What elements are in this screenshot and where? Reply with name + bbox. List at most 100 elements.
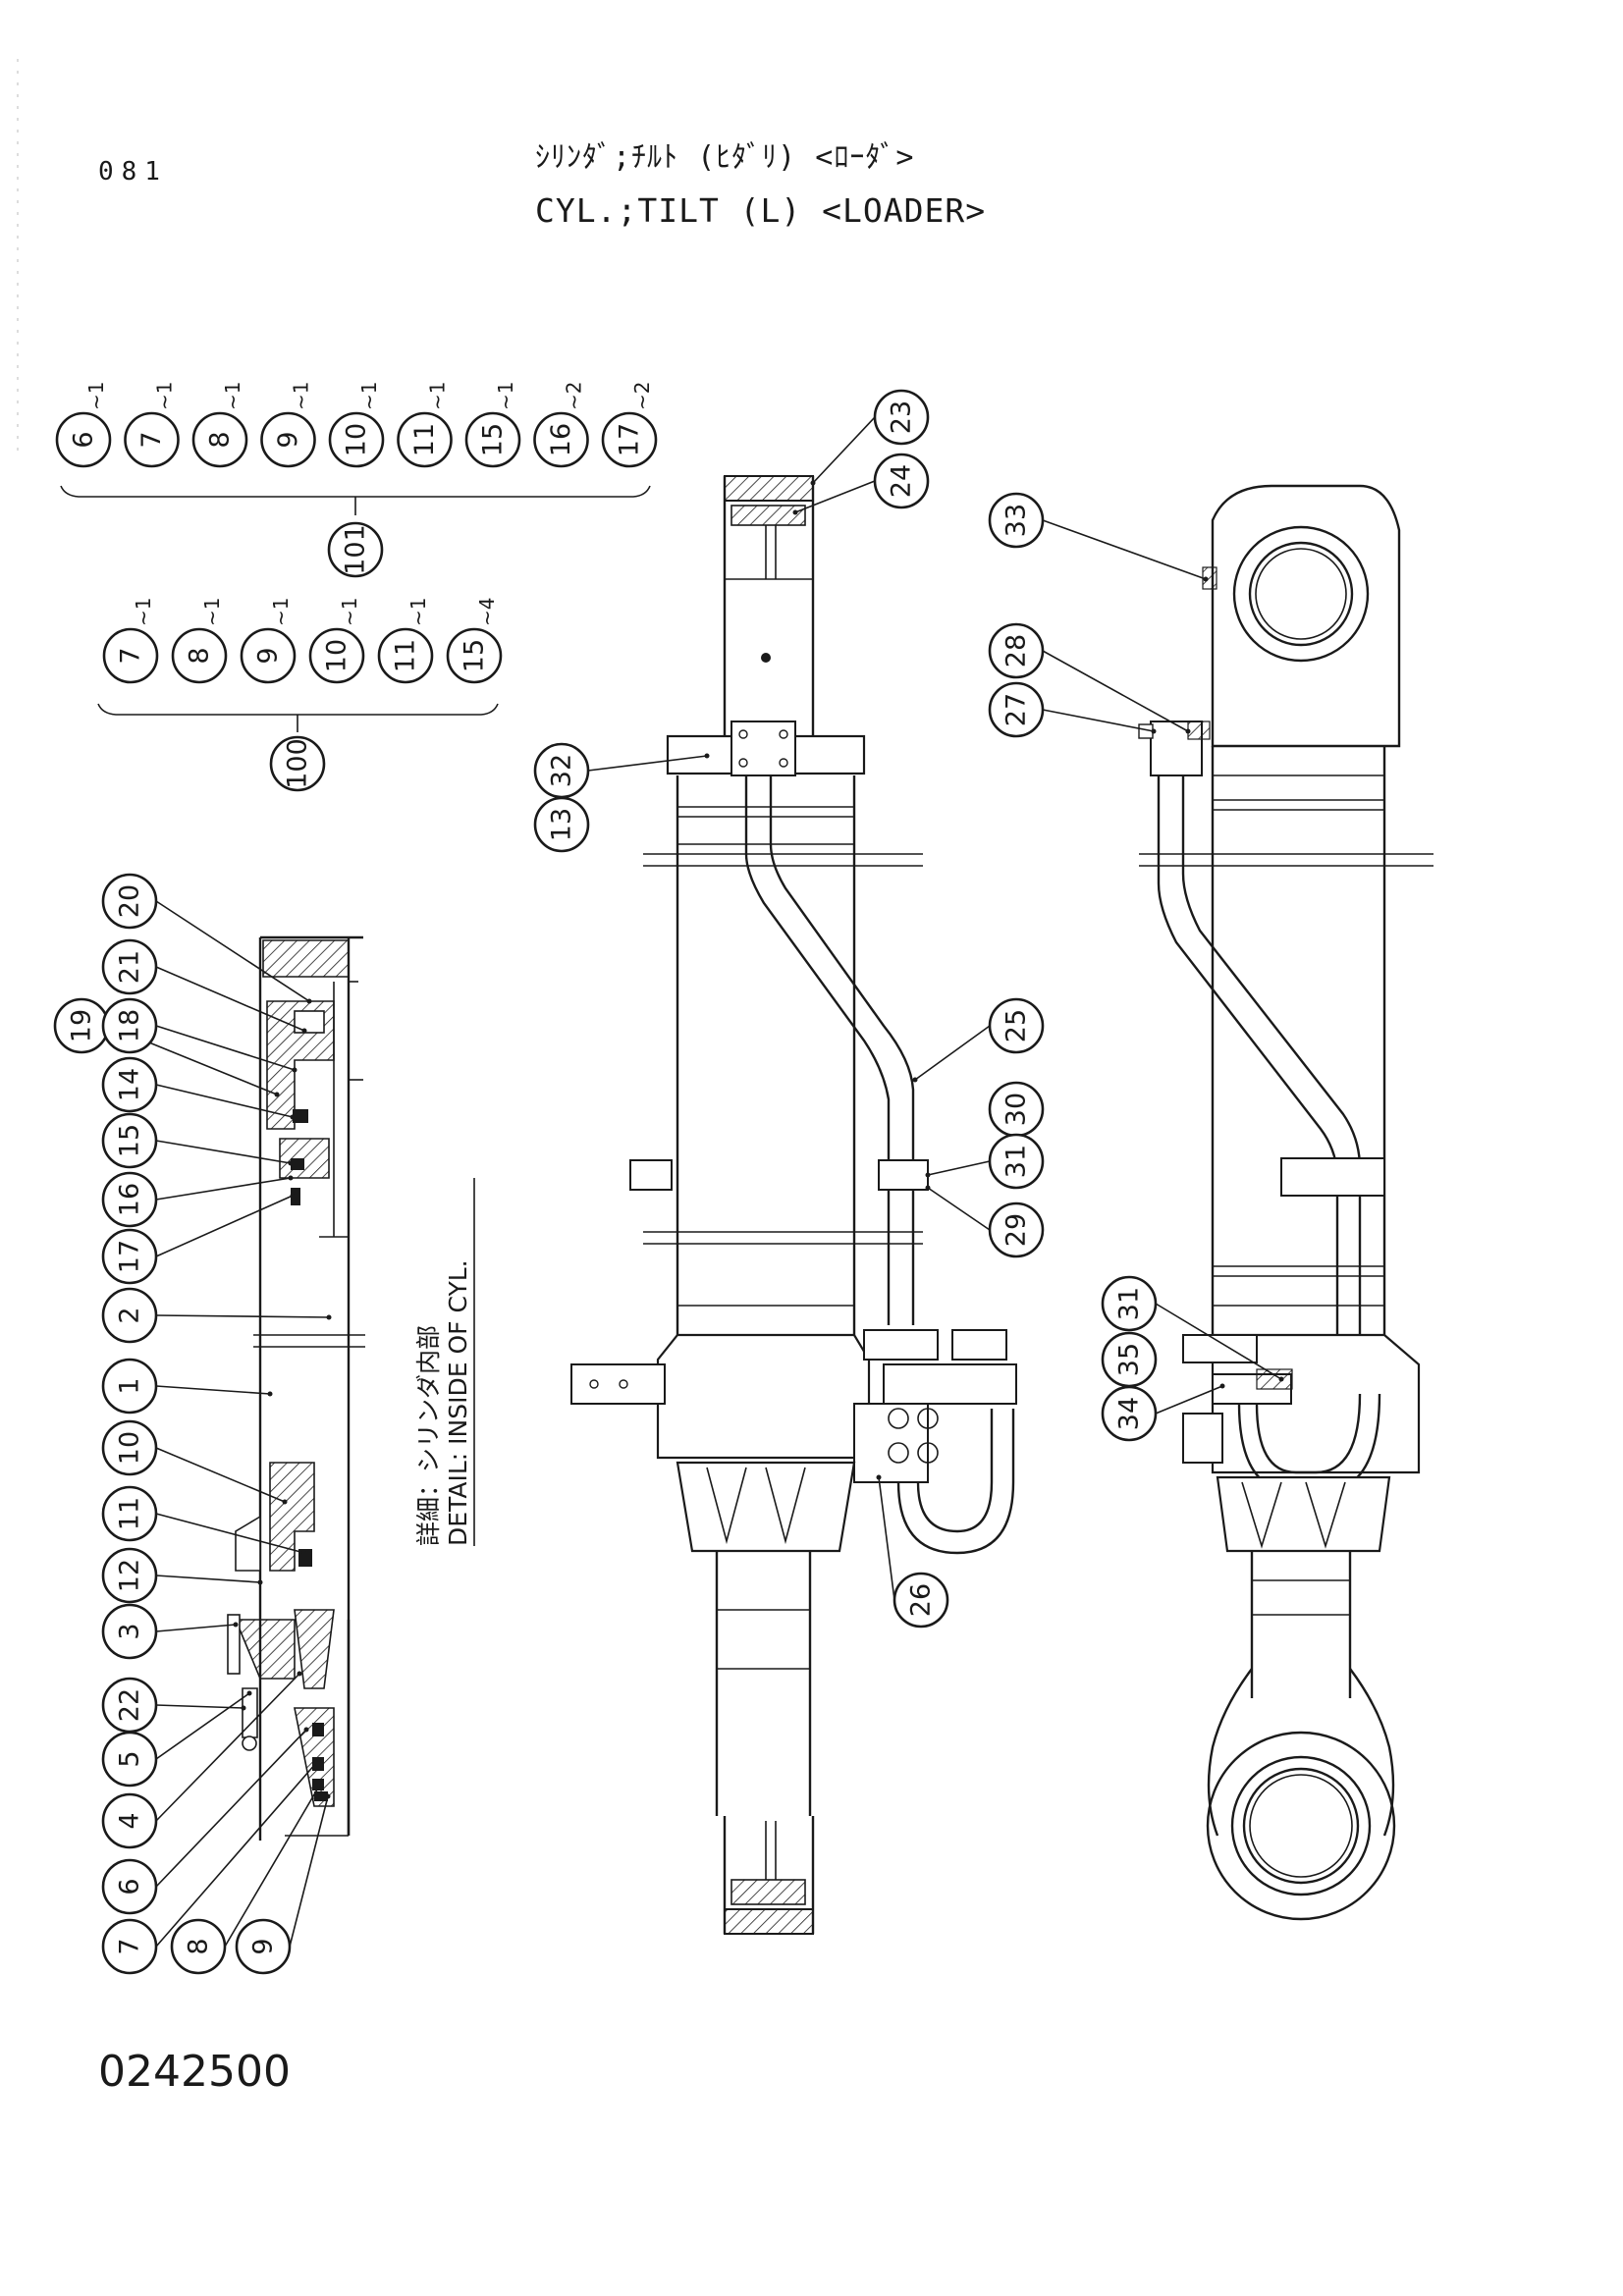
main-callout-31-12: 31 [1101,1275,1158,1332]
kit-100-callout-circle [269,735,326,792]
detail-callout-1-9: 1 [101,1358,158,1415]
main-callout-27-11-circle [988,681,1045,738]
kit-100-qty-15: ~4 [475,598,499,626]
detail-callout-8-19: 8 [170,1918,227,1975]
main-callout-25-4-circle [988,997,1045,1054]
main-callout-26-8: 26 [893,1572,949,1629]
detail-caption-jp: 詳細：シリンダ内部 [414,1325,443,1546]
main-callout-35-13: 35 [1101,1331,1158,1388]
detail-callout-20-0-label: 20 [115,884,145,918]
detail-callout-21-1-circle [101,938,158,995]
detail-callout-8-19-label: 8 [184,1938,214,1954]
main-callout-28-10-label: 28 [1001,634,1032,667]
kit-101-item-6-circle [55,411,112,468]
detail-callout-15-5: 15 [101,1112,158,1169]
main-callout-33-9-label: 33 [1001,504,1032,537]
detail-callout-19-2: 19 [53,997,110,1054]
main-callout-25-4: 25 [988,997,1045,1054]
title-english: CYL.;TILT (L) <LOADER> [535,191,987,230]
kit-100-item-8-label: 8 [185,647,215,664]
detail-callout-18-3-circle [101,997,158,1054]
detail-callout-16-6: 16 [101,1171,158,1228]
main-callout-31-6: 31 [988,1133,1045,1190]
detail-callout-2-8-circle [101,1287,158,1344]
detail-callout-9-20-label: 9 [248,1938,279,1954]
main-callout-29-7-circle [988,1201,1045,1258]
kit-101-item-17-circle [601,411,658,468]
kit-100-item-7-label: 7 [116,647,146,664]
kit-101-item-17-label: 17 [615,423,645,456]
detail-callout-14-4-label: 14 [115,1068,145,1101]
part-callouts: 6~17~18~19~110~111~115~116~217~21017~18~… [53,382,1158,1975]
detail-callout-1-9-label: 1 [115,1377,145,1394]
main-callout-35-13-label: 35 [1114,1343,1145,1376]
detail-callout-5-15-circle [101,1731,158,1788]
kit-101-item-7-circle [124,411,180,468]
detail-callout-18-3: 18 [101,997,158,1054]
main-callout-26-8-circle [893,1572,949,1629]
detail-callout-18-3-label: 18 [115,1009,145,1042]
kit-100-qty-8: ~1 [200,598,224,626]
kit-100-item-11-circle [377,627,434,684]
main-callout-34-14-circle [1101,1385,1158,1442]
title-japanese: ｼﾘﾝﾀﾞ;ﾁﾙﾄ (ﾋﾀﾞﾘ) <ﾛｰﾀﾞ> [535,140,915,175]
kit-101-item-17: 17 [601,411,658,468]
kit-100-item-10-label: 10 [322,639,352,672]
main-callout-31-12-circle [1101,1275,1158,1332]
kit-101-item-8: 8 [191,411,248,468]
detail-callout-5-15-label: 5 [115,1750,145,1767]
kit-100-item-10: 10 [308,627,365,684]
detail-callout-3-13: 3 [101,1603,158,1660]
detail-callout-22-14: 22 [101,1677,158,1734]
kit-101-callout: 101 [327,521,384,578]
main-callout-31-6-circle [988,1133,1045,1190]
kit-101-qty-7: ~1 [153,382,177,410]
kit-101-item-15-circle [464,411,521,468]
main-callout-33-9-circle [988,492,1045,549]
kit-101-callout-label: 101 [341,524,371,575]
kit-100-item-11-label: 11 [391,639,421,672]
main-callout-27-11-label: 27 [1001,693,1032,726]
main-callout-27-11: 27 [988,681,1045,738]
detail-callout-10-10-circle [101,1419,158,1476]
kit-101-bracket [60,485,651,498]
kit-101-item-6-label: 6 [69,431,99,448]
main-callout-30-5: 30 [988,1081,1045,1138]
detail-callout-21-1-label: 21 [115,950,145,984]
detail-callout-7-18-label: 7 [115,1938,145,1954]
kit-101-item-8-circle [191,411,248,468]
main-callout-28-10: 28 [988,622,1045,679]
detail-callout-11-11-circle [101,1485,158,1542]
detail-callout-7-18: 7 [101,1918,158,1975]
kit-100-qty-10: ~1 [338,598,361,626]
main-callout-30-5-label: 30 [1001,1093,1032,1126]
detail-callout-9-20: 9 [235,1918,292,1975]
kit-100-item-15-label: 15 [460,639,490,672]
kit-100-qty-11: ~1 [406,598,430,626]
detail-callout-20-0-circle [101,873,158,930]
detail-callout-4-16: 4 [101,1792,158,1849]
detail-callout-10-10: 10 [101,1419,158,1476]
kit-100-item-15-circle [446,627,503,684]
kit-100-item-10-circle [308,627,365,684]
kit-101-qty-6: ~1 [84,382,108,410]
kit-101-item-7: 7 [124,411,180,468]
main-callout-28-10-circle [988,622,1045,679]
main-callout-13-3: 13 [533,796,590,853]
kit-101-item-11-circle [397,411,453,468]
main-callout-24-1-label: 24 [887,464,917,498]
main-callout-13-3-label: 13 [547,808,577,841]
detail-callout-12-12-circle [101,1547,158,1604]
kit-101-item-9-label: 9 [273,431,303,448]
figure-number: 0242500 [98,2047,291,2097]
detail-callout-9-20-circle [235,1918,292,1975]
kit-101-item-10: 10 [328,411,385,468]
detail-callout-19-2-label: 19 [67,1009,97,1042]
detail-callout-2-8: 2 [101,1287,158,1344]
main-callout-31-6-label: 31 [1001,1145,1032,1178]
kit-100-callout-label: 100 [283,738,313,789]
detail-callout-17-7: 17 [101,1228,158,1285]
main-callout-23-0-label: 23 [887,400,917,434]
kit-100-item-7: 7 [102,627,159,684]
